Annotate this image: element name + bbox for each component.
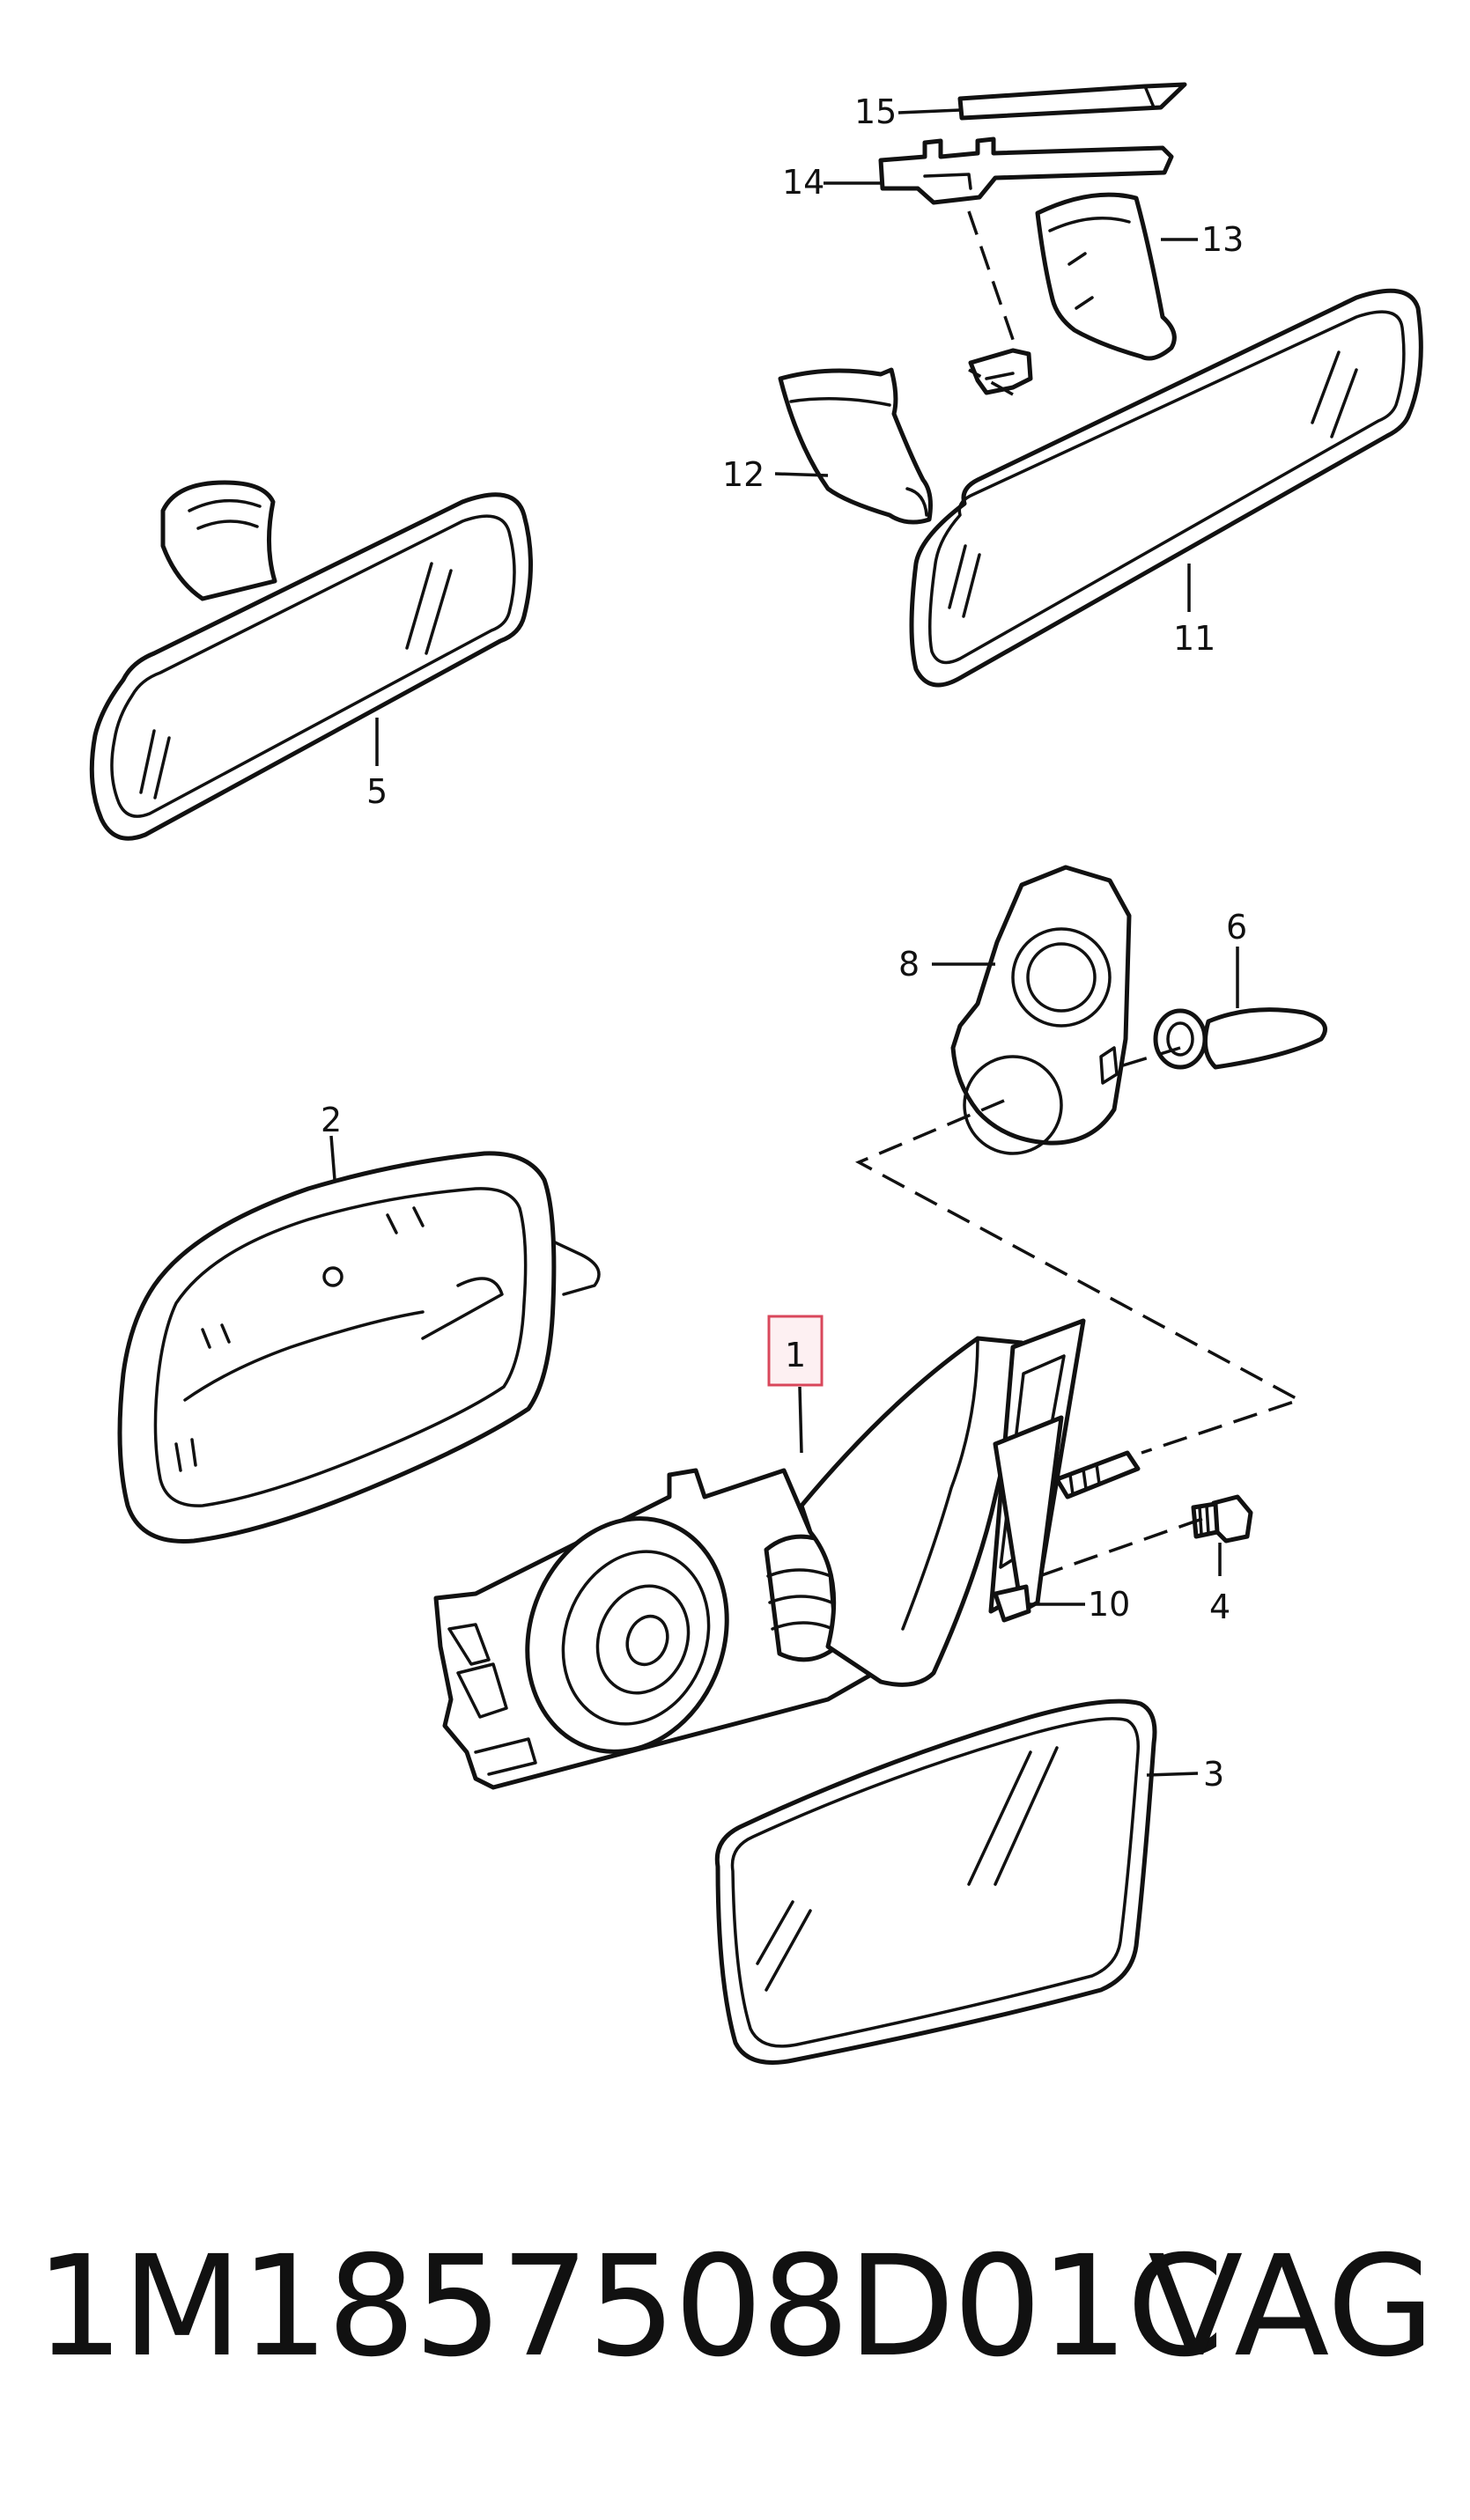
- callout-14: 14: [782, 163, 824, 202]
- callout-8: 8: [898, 945, 920, 984]
- mount-clip: [968, 348, 1033, 395]
- callout-6: 6: [1226, 908, 1247, 947]
- callout-10: 10: [1088, 1585, 1130, 1624]
- callout-11: 11: [1173, 619, 1215, 658]
- part-1-mirror-assembly: [433, 1318, 1141, 1790]
- callout-13: 13: [1201, 220, 1244, 259]
- callout-2: 2: [321, 1101, 342, 1139]
- part-number: 1M1857508D01C: [35, 2226, 1224, 2388]
- callout-4: 4: [1209, 1588, 1230, 1626]
- part-4-screw: [1191, 1494, 1253, 1544]
- callout-3: 3: [1203, 1755, 1224, 1794]
- brand-label: VAG: [1148, 2226, 1435, 2388]
- part-6-bulb: [1153, 1007, 1327, 1070]
- part-15-strip: [957, 82, 1187, 121]
- callout-12: 12: [722, 455, 765, 494]
- callout-labels: 15 14 13 12 11 5 8 6 2 1 10 4 3: [321, 92, 1247, 1794]
- part-5-interior-mirror: [89, 480, 533, 841]
- footer: 1M1857508D01C VAG: [0, 2219, 1470, 2395]
- highlight-box-part-1: [767, 1315, 824, 1387]
- part-12-trim: [778, 367, 933, 525]
- callout-5: 5: [366, 772, 388, 811]
- part-3-mirror-glass: [714, 1698, 1157, 2065]
- part-14-clip: [878, 136, 1174, 205]
- callout-1: 1: [785, 1336, 806, 1374]
- part-13-cover: [1035, 192, 1177, 361]
- leader-lines: [329, 108, 1239, 1777]
- part-8-gasket: [950, 865, 1132, 1155]
- part-2-housing: [117, 1151, 601, 1544]
- callout-15: 15: [854, 92, 897, 131]
- assembly-dash-lines: [854, 210, 1304, 1578]
- part-11-interior-mirror: [909, 288, 1423, 688]
